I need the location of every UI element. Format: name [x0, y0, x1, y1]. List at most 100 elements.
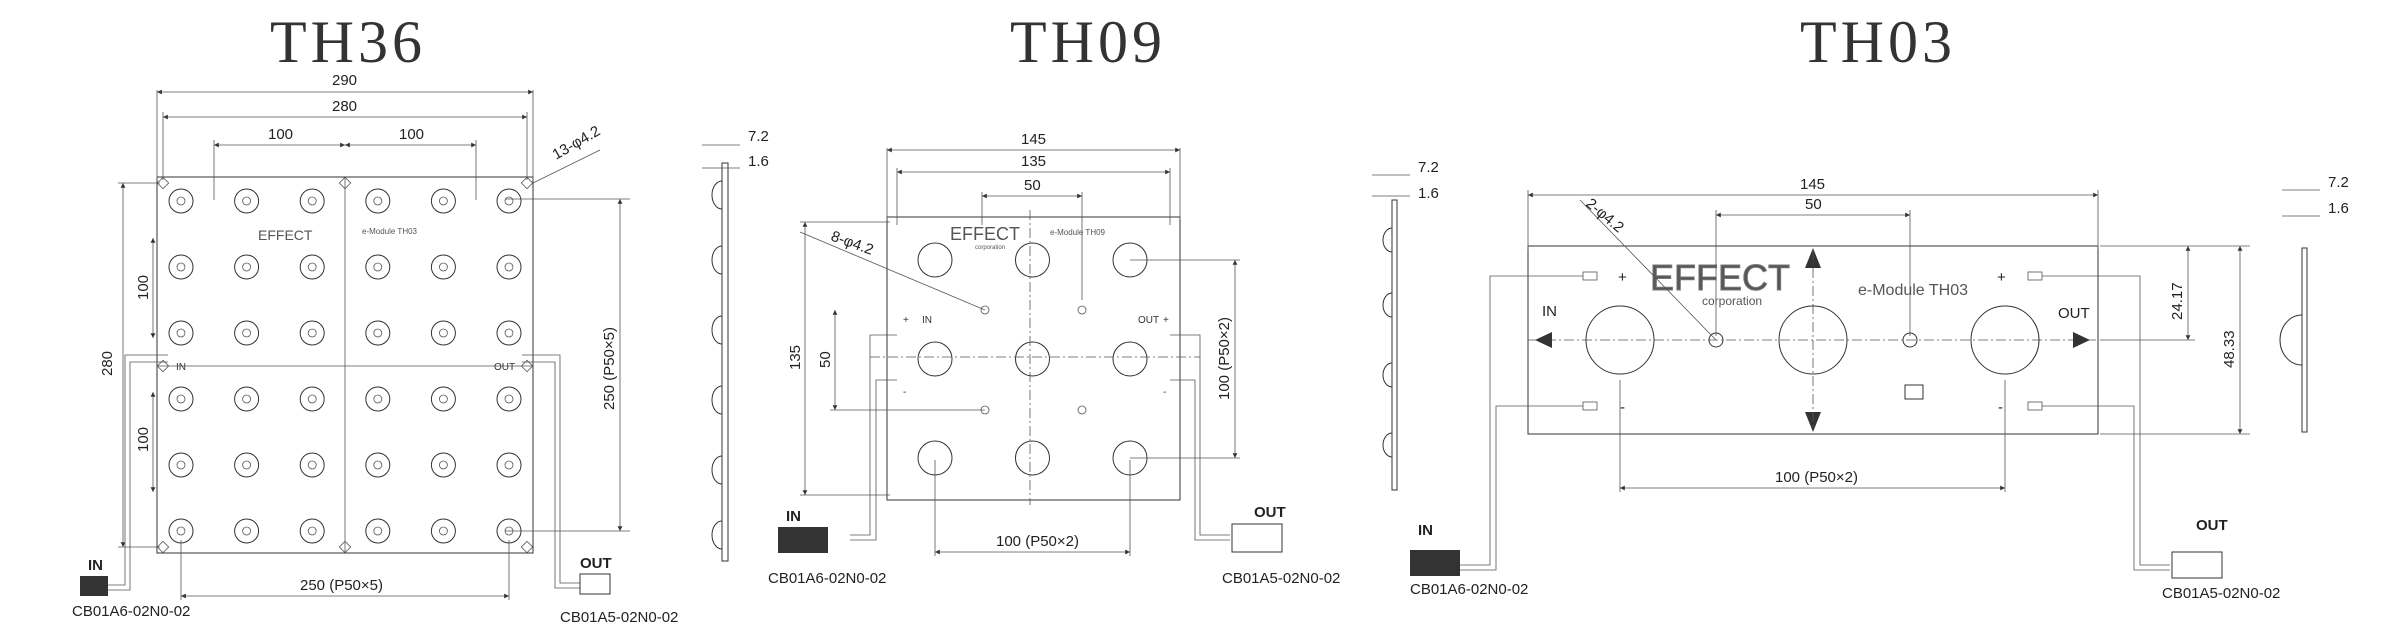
th36-led-core	[373, 460, 383, 470]
th03-led-2	[1778, 305, 1848, 375]
th36-led	[496, 320, 522, 346]
th03-span-h: 100 (P50×2)	[1775, 469, 1858, 486]
th09-title: TH09	[1010, 9, 1166, 75]
th09-led	[917, 341, 953, 377]
th36-led	[299, 320, 325, 346]
th03-connector-in: CB01A6-02N0-02	[1410, 581, 1528, 598]
th36-led	[496, 254, 522, 280]
th03-side-led	[1382, 432, 1393, 458]
th36-led-core	[373, 526, 383, 536]
th03-out-cable	[2042, 275, 2170, 566]
th36-led	[365, 452, 391, 478]
th09-side-led	[711, 520, 723, 550]
th36-led-core	[242, 460, 252, 470]
th36-led-core	[307, 394, 317, 404]
th03-side-thick: 7.2	[1418, 159, 1439, 176]
th03-in-connector-icon	[1410, 550, 1460, 576]
th03-module-name: e-Module TH03	[1858, 282, 1968, 299]
th03-plus-in: +	[1618, 269, 1627, 286]
th36-led-core	[504, 460, 514, 470]
th36-holes: 13-φ4.2	[550, 123, 604, 164]
th09-pitch-v: 50	[817, 351, 834, 368]
th09-board	[886, 216, 1181, 501]
th36-led	[365, 254, 391, 280]
th03-side-led	[1382, 292, 1393, 318]
th36-mount-hole	[520, 540, 534, 554]
th36-pitch-v1: 100	[135, 275, 152, 300]
th09-width-135: 135	[1021, 153, 1046, 170]
th09-brand: EFFECT	[950, 224, 1020, 244]
th09-out-label: OUT	[1254, 504, 1286, 521]
th09-in-connector-icon	[778, 527, 828, 553]
th09-led-grid	[917, 242, 1148, 476]
th36-led	[430, 452, 456, 478]
th36-led	[299, 188, 325, 214]
th36-mount-hole	[520, 176, 534, 190]
th03-side-view-right	[2301, 247, 2308, 433]
th03-drawing: 7.2 1.6 EFFECT corporation e-Module TH03…	[1372, 159, 2349, 602]
th09-led	[1015, 341, 1050, 377]
th03-in-label: IN	[1418, 522, 1433, 539]
th36-led-core	[242, 196, 252, 206]
th03-out-label: OUT	[2196, 517, 2228, 534]
th36-out-connector-icon	[579, 573, 611, 595]
th36-pitch-v2: 100	[135, 427, 152, 452]
th09-minus-in: -	[903, 387, 906, 398]
th36-brand: EFFECT	[258, 227, 313, 243]
th09-plus-in: +	[903, 315, 909, 326]
th36-span-h: 250 (P50×5)	[300, 577, 383, 594]
th36-led-core	[438, 460, 448, 470]
th36-width-290: 290	[332, 72, 357, 89]
th09-drawing: 7.2 1.6 145 135 50 8-φ4.2 135 50	[702, 128, 1340, 587]
th03-side-led	[1382, 227, 1393, 253]
th03-led-1	[1585, 305, 1655, 375]
th36-led	[168, 254, 194, 280]
th36-led	[234, 188, 260, 214]
th36-in-cable	[108, 354, 168, 586]
th36-led	[234, 386, 260, 412]
th36-in-label: IN	[88, 557, 103, 574]
th36-out-cable	[522, 354, 580, 584]
th36-width-280: 280	[332, 98, 357, 115]
th36-led	[168, 452, 194, 478]
th36-led	[365, 386, 391, 412]
th03-holes: 2-φ4.2	[1582, 195, 1627, 236]
th09-side-thin: 1.6	[748, 153, 769, 170]
th03-led-3	[1970, 305, 2040, 375]
th03-in-big: IN	[1542, 303, 1557, 320]
th09-connector-out: CB01A5-02N0-02	[1222, 570, 1340, 587]
th36-connector-out: CB01A5-02N0-02	[560, 609, 678, 626]
th36-led-core	[176, 460, 186, 470]
th36-led	[299, 386, 325, 412]
th09-in-small: IN	[922, 315, 932, 326]
th36-led	[168, 518, 194, 544]
th36-led	[496, 188, 522, 214]
th36-led	[234, 254, 260, 280]
th09-corp: corporation	[975, 245, 1005, 251]
th36-led-core	[373, 262, 383, 272]
th36-led	[168, 320, 194, 346]
th03-side-thick-2: 7.2	[2328, 174, 2349, 191]
th36-led	[365, 320, 391, 346]
th36-led-core	[307, 196, 317, 206]
th36-led-core	[176, 394, 186, 404]
th36-title: TH36	[270, 9, 426, 75]
th36-out-label: OUT	[580, 555, 612, 572]
th03-side-led-bump	[2279, 314, 2303, 366]
th36-led	[430, 188, 456, 214]
th36-in-connector-icon	[80, 576, 108, 596]
th09-in-cable	[850, 334, 897, 536]
th09-span-v: 100 (P50×2)	[1216, 317, 1233, 400]
th03-pad-out-plus	[2027, 271, 2043, 281]
th09-height-135: 135	[787, 345, 804, 370]
th03-out-big: OUT	[2058, 305, 2090, 322]
th36-led	[365, 188, 391, 214]
th36-led-core	[176, 526, 186, 536]
th36-drawing: 290 280 100 100 13-φ4.2 280 100 100 250 …	[72, 72, 678, 626]
th36-led-core	[242, 262, 252, 272]
th36-led-core	[504, 196, 514, 206]
th09-side-led	[711, 455, 723, 485]
th09-connector-in: CB01A6-02N0-02	[768, 570, 886, 587]
th36-led-core	[242, 394, 252, 404]
th09-side-leds	[711, 180, 723, 550]
